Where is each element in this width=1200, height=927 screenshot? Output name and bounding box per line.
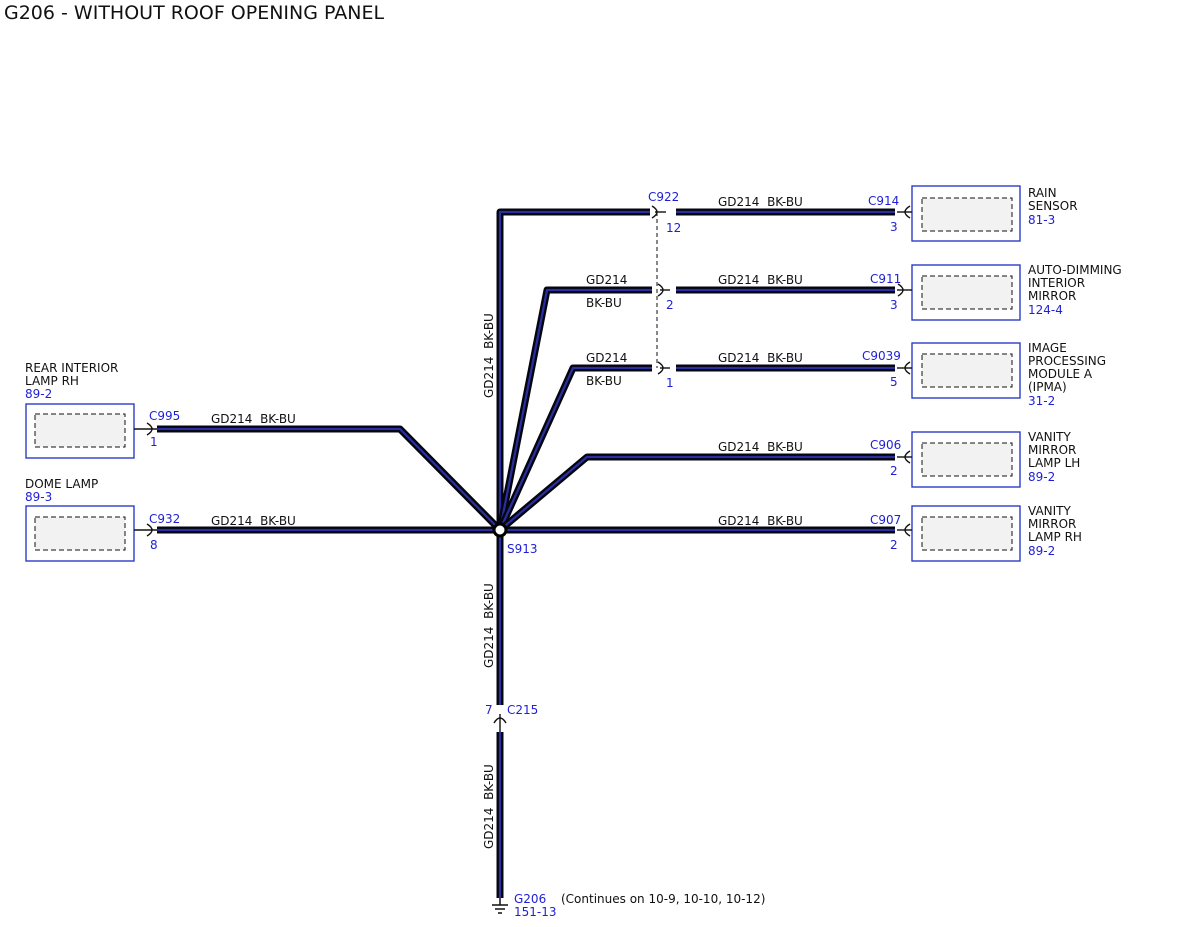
vanity-lh-name-3: LAMP LH xyxy=(1028,456,1080,470)
vanity-lh-ref: 89-2 xyxy=(1028,470,1055,484)
ipma-ref: 31-2 xyxy=(1028,394,1055,408)
component-rain-sensor xyxy=(897,185,1021,242)
connector-c995-label: C995 xyxy=(149,409,180,423)
ipma-name-4: (IPMA) xyxy=(1028,380,1067,394)
wire-label-rear-lamp: GD214 BK-BU xyxy=(211,412,296,426)
component-ipma xyxy=(897,342,1021,399)
ground-symbol xyxy=(492,898,508,914)
connector-c9039-label: C9039 xyxy=(862,349,901,363)
wire-harness xyxy=(157,208,895,898)
wire-label-vanity-lh: GD214 BK-BU xyxy=(718,440,803,454)
wire-color-branch2: BK-BU xyxy=(586,296,622,310)
connector-c911-label: C911 xyxy=(870,272,901,286)
rain-sensor-name-2: SENSOR xyxy=(1028,199,1078,213)
component-auto-dimming-mirror xyxy=(897,264,1021,321)
wire-label-vanity-rh: GD214 BK-BU xyxy=(718,514,803,528)
vanity-rh-name-3: LAMP RH xyxy=(1028,530,1082,544)
connector-c922-pin-1: 1 xyxy=(666,376,674,390)
connector-c9039-pin: 5 xyxy=(890,375,898,389)
ground-continuation-note: (Continues on 10-9, 10-10, 10-12) xyxy=(561,892,765,906)
connector-c914-pin: 3 xyxy=(890,220,898,234)
vanity-lh-name-2: MIRROR xyxy=(1028,443,1076,457)
connector-c922-pin-12: 12 xyxy=(666,221,681,235)
rear-lamp-ref: 89-2 xyxy=(25,387,52,401)
connector-c911-pin: 3 xyxy=(890,298,898,312)
rear-lamp-name-1: REAR INTERIOR xyxy=(25,361,118,375)
wire-circuit-branch1: GD214 xyxy=(586,351,627,365)
mirror-ref: 124-4 xyxy=(1028,303,1063,317)
splice-label: S913 xyxy=(507,542,538,556)
connector-c906-pin: 2 xyxy=(890,464,898,478)
splice-node xyxy=(492,522,508,538)
wire-label-trunk: GD214 BK-BU xyxy=(482,313,496,398)
vanity-lh-name-1: VANITY xyxy=(1028,430,1071,444)
wire-label-ipma: GD214 BK-BU xyxy=(718,351,803,365)
rain-sensor-name-1: RAIN xyxy=(1028,186,1057,200)
wire-label-mirror: GD214 BK-BU xyxy=(718,273,803,287)
component-vanity-mirror-rh xyxy=(897,505,1021,562)
dome-lamp-name: DOME LAMP xyxy=(25,477,98,491)
connector-c922-pin-2: 2 xyxy=(666,298,674,312)
rear-lamp-name-2: LAMP RH xyxy=(25,374,79,388)
mirror-name-2: INTERIOR xyxy=(1028,276,1085,290)
connector-c932-label: C932 xyxy=(149,512,180,526)
connector-c922-label: C922 xyxy=(648,190,679,204)
ipma-name-1: IMAGE xyxy=(1028,341,1067,355)
vanity-rh-ref: 89-2 xyxy=(1028,544,1055,558)
ground-ref: 151-13 xyxy=(514,905,557,919)
connector-c906-label: C906 xyxy=(870,438,901,452)
component-vanity-mirror-lh xyxy=(897,431,1021,488)
dome-lamp-ref: 89-3 xyxy=(25,490,52,504)
connector-c907-pin: 2 xyxy=(890,538,898,552)
wire-label-dome-lamp: GD214 BK-BU xyxy=(211,514,296,528)
connector-c215-label: C215 xyxy=(507,703,538,717)
mirror-name-1: AUTO-DIMMING xyxy=(1028,263,1122,277)
ipma-name-2: PROCESSING xyxy=(1028,354,1106,368)
component-dome-lamp xyxy=(25,505,157,562)
connector-c907-label: C907 xyxy=(870,513,901,527)
ground-label: G206 xyxy=(514,892,546,906)
connector-c215 xyxy=(493,714,507,732)
connector-c914-label: C914 xyxy=(868,194,899,208)
connector-c932-pin: 8 xyxy=(150,538,158,552)
page-title: G206 - WITHOUT ROOF OPENING PANEL xyxy=(4,2,384,24)
connector-c215-pin: 7 xyxy=(485,703,493,717)
mirror-name-3: MIRROR xyxy=(1028,289,1076,303)
ipma-name-3: MODULE A xyxy=(1028,367,1093,381)
rain-sensor-ref: 81-3 xyxy=(1028,213,1055,227)
connector-c995-pin: 1 xyxy=(150,435,158,449)
wire-color-branch1: BK-BU xyxy=(586,374,622,388)
component-rear-interior-lamp xyxy=(25,403,157,459)
wire-label-ground: GD214 BK-BU xyxy=(482,764,496,849)
wire-label-rain: GD214 BK-BU xyxy=(718,195,803,209)
vanity-rh-name-2: MIRROR xyxy=(1028,517,1076,531)
vanity-rh-name-1: VANITY xyxy=(1028,504,1071,518)
wire-label-lower: GD214 BK-BU xyxy=(482,583,496,668)
wire-circuit-branch2: GD214 xyxy=(586,273,627,287)
connector-c922 xyxy=(651,205,670,375)
